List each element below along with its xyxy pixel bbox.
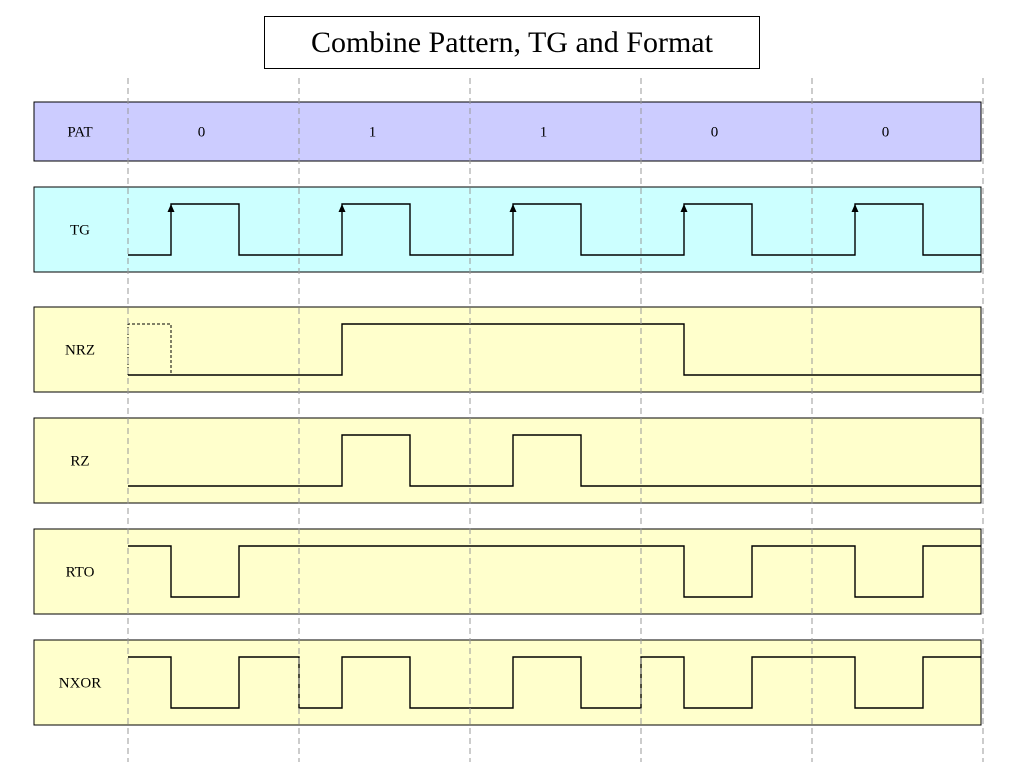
row-label-nrz: NRZ: [65, 343, 95, 359]
wave-tg: [128, 203, 981, 256]
row-rz: [33, 417, 982, 504]
wave-rz: [128, 434, 981, 487]
grid-layer: [127, 78, 984, 762]
pattern-bit-4: 0: [882, 125, 890, 141]
row-label-tg: TG: [70, 223, 90, 239]
tg-rising-edge-arrow-icon: [167, 204, 175, 212]
row-label-rto: RTO: [66, 565, 95, 581]
row-label-rz: RZ: [70, 454, 89, 470]
row-pat: [33, 101, 982, 162]
tg-rising-edge-arrow-icon: [509, 204, 517, 212]
row-nxor: [33, 639, 982, 726]
row-rto: [33, 528, 982, 615]
tg-rising-edge-arrow-icon: [680, 204, 688, 212]
rows-layer: PAT 0 1 1 0 0TG NRZ RZ RTO NXOR: [33, 101, 982, 726]
row-label-nxor: NXOR: [59, 676, 102, 692]
wave-nrz: [128, 323, 981, 376]
pattern-bit-0: 0: [198, 125, 206, 141]
pattern-bit-1: 1: [369, 125, 377, 141]
pattern-bit-2: 1: [540, 125, 548, 141]
tg-rising-edge-arrow-icon: [338, 204, 346, 212]
row-nrz: [33, 306, 982, 393]
pattern-bit-3: 0: [711, 125, 719, 141]
wave-rto: [128, 545, 981, 598]
diagram-title: Combine Pattern, TG and Format: [264, 16, 760, 69]
wave-nxor: [128, 656, 981, 709]
row-label-pat: PAT: [67, 125, 92, 141]
tg-rising-edge-arrow-icon: [851, 204, 859, 212]
row-tg: [33, 186, 982, 273]
